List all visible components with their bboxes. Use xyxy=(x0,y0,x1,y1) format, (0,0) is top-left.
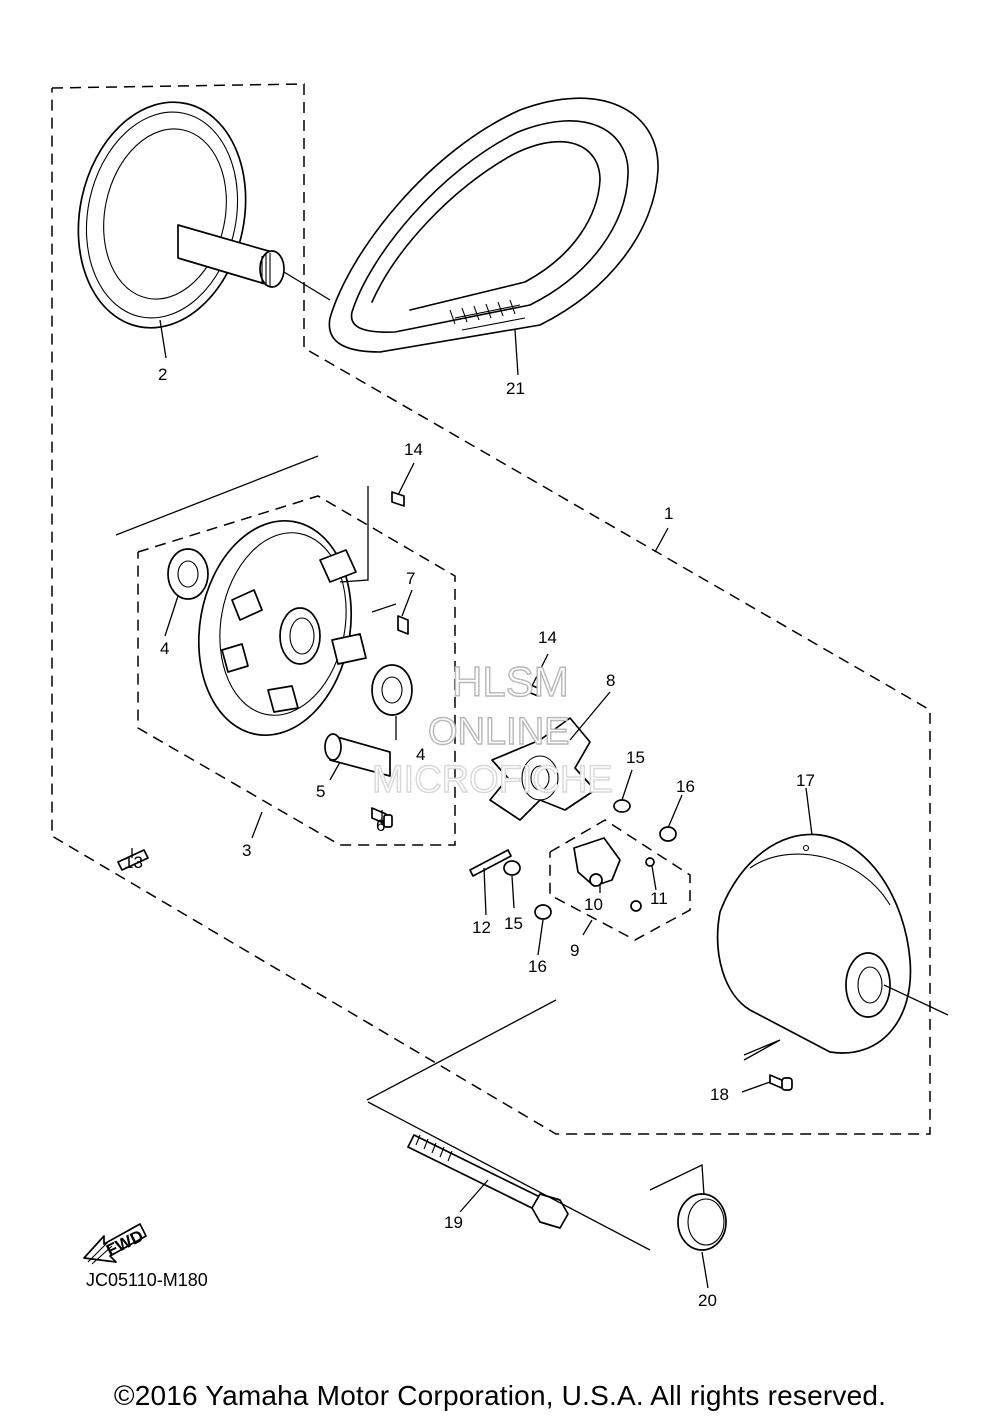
callout-16b: 16 xyxy=(528,957,547,976)
callout-7: 7 xyxy=(406,569,415,588)
screw-18 xyxy=(769,1074,793,1091)
watermark-line-2: ONLINE xyxy=(428,711,569,753)
callout-17: 17 xyxy=(796,771,815,790)
assembly-outlines xyxy=(51,83,931,1135)
cap-20 xyxy=(677,1193,727,1251)
callout-4b: 4 xyxy=(416,745,425,764)
callout-14b: 14 xyxy=(538,628,557,647)
collar xyxy=(324,733,391,777)
v-belt xyxy=(328,97,659,353)
callout-13: 13 xyxy=(124,853,143,872)
callout-20: 20 xyxy=(698,1291,717,1310)
oil-seal-left xyxy=(167,548,209,600)
callout-6: 6 xyxy=(376,816,385,835)
callout-3: 3 xyxy=(242,841,251,860)
callout-9: 9 xyxy=(570,941,579,960)
sliding-sheave xyxy=(197,519,367,737)
leader-lines xyxy=(115,319,949,1289)
callout-21: 21 xyxy=(506,379,525,398)
watermark-line-1: HLSM xyxy=(452,658,569,705)
callout-18: 18 xyxy=(710,1085,729,1104)
bolt-19 xyxy=(407,1134,569,1229)
callout-1: 1 xyxy=(664,504,673,523)
watermark: HLSM ONLINE MICROFICHE xyxy=(371,657,613,801)
washers xyxy=(503,799,677,920)
weight-assembly xyxy=(573,837,655,912)
callout-labels: 1 2 3 4 4 5 6 7 8 9 10 11 12 13 14 14 15… xyxy=(124,365,815,1310)
bolt-12 xyxy=(469,849,512,877)
callout-15a: 15 xyxy=(626,748,645,767)
watermark-line-3: MICROFICHE xyxy=(372,759,613,801)
diagram-code: JC05110-M180 xyxy=(86,1270,208,1290)
sheave-cover xyxy=(716,833,912,1054)
callout-5: 5 xyxy=(316,782,325,801)
fwd-arrow-icon: FWD xyxy=(83,1223,147,1265)
callout-2: 2 xyxy=(158,365,167,384)
callout-4a: 4 xyxy=(160,639,169,658)
callout-15b: 15 xyxy=(504,914,523,933)
callout-11: 11 xyxy=(650,889,668,908)
copyright-notice: ©2016 Yamaha Motor Corporation, U.S.A. A… xyxy=(113,1380,887,1411)
spider xyxy=(489,717,596,821)
fixed-sheave xyxy=(77,101,331,329)
callout-14a: 14 xyxy=(404,440,423,459)
callout-16a: 16 xyxy=(676,777,695,796)
callout-8: 8 xyxy=(606,671,615,690)
oil-seal-right xyxy=(371,664,413,716)
callout-19: 19 xyxy=(444,1213,463,1232)
callout-12: 12 xyxy=(472,918,491,937)
fwd-label: FWD xyxy=(103,1226,146,1260)
callout-10: 10 xyxy=(584,895,603,914)
